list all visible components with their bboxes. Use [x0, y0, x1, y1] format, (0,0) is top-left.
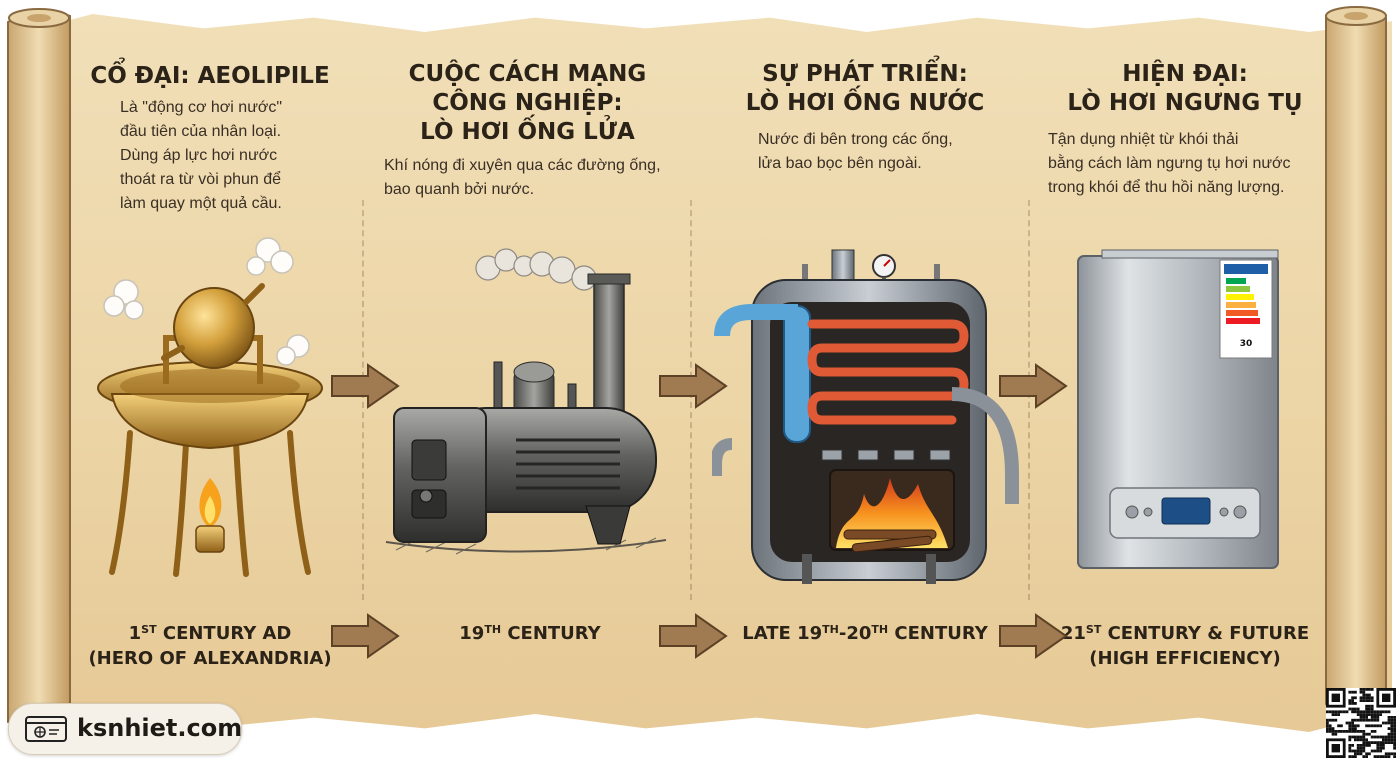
arrow-right-icon [999, 363, 1068, 409]
stage-2-description: Khí nóng đi xuyên qua các đường ống, bao… [384, 157, 661, 198]
stage-2-era: 19TH CENTURY [459, 623, 601, 644]
arrow-right-icon [331, 613, 400, 659]
stage-3-description: Nước đi bên trong các ống, lửa bao bọc b… [758, 131, 953, 172]
brand-badge[interactable]: ksnhiet.com [8, 703, 242, 755]
fire-tube-boiler-illustration [385, 248, 667, 555]
arrow-right-icon [659, 363, 728, 409]
browser-window-icon [25, 716, 67, 742]
svg-text:30: 30 [1240, 339, 1253, 349]
stage-4-title: HIỆN ĐẠI: LÒ HƠI NGƯNG TỤ [1067, 61, 1303, 116]
arrow-right-icon [331, 363, 400, 409]
stage-divider [362, 200, 364, 600]
stage-1-description: Là "động cơ hơi nước" đầu tiên của nhân … [120, 99, 283, 212]
stage-3-title: SỰ PHÁT TRIỂN: LÒ HƠI ỐNG NƯỚC [745, 61, 985, 116]
stage-4-era: 21ST CENTURY & FUTURE (HIGH EFFICIENCY) [1060, 623, 1310, 669]
stage-1-era: 1ST CENTURY AD (HERO OF ALEXANDRIA) [88, 623, 332, 669]
stage-4-description: Tận dụng nhiệt từ khói thải bằng cách là… [1048, 131, 1291, 196]
stage-2-title: CUỘC CÁCH MẠNG CÔNG NGHIỆP: LÒ HƠI ỐNG L… [408, 61, 647, 145]
qr-code-icon [1326, 688, 1396, 758]
arrow-right-icon [659, 613, 728, 659]
stage-divider [1028, 200, 1030, 600]
water-tube-boiler-illustration [712, 249, 1019, 584]
brand-name: ksnhiet.com [77, 714, 243, 742]
aeolipile-illustration [97, 237, 323, 577]
stage-1-title: CỔ ĐẠI: AEOLIPILE [90, 63, 330, 89]
stage-divider [690, 200, 692, 600]
condensing-boiler-illustration: 30 [1077, 249, 1279, 569]
scroll-roll-right [1325, 6, 1387, 711]
stage-3-era: LATE 19TH-20TH CENTURY [742, 623, 988, 644]
arrow-right-icon [999, 613, 1068, 659]
